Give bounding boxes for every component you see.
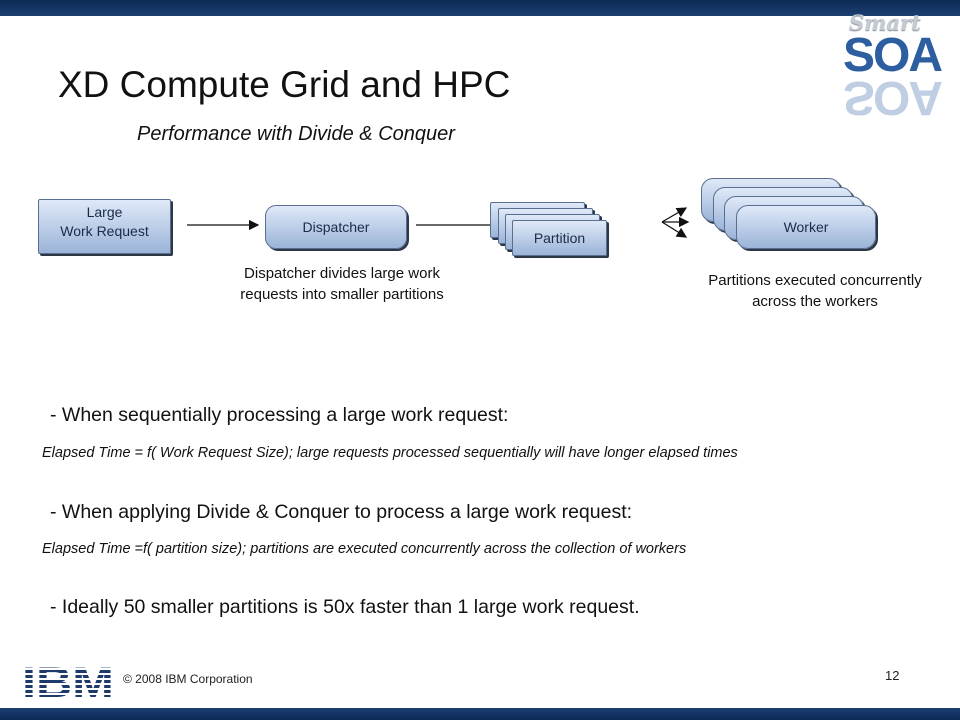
ibm-logo-text: IBM bbox=[22, 660, 114, 700]
arrow-to-worker-bottom bbox=[661, 221, 688, 238]
large-work-request-box: Large Work Request bbox=[38, 199, 171, 254]
note-partition-elapsed-time: Elapsed Time =f( partition size); partit… bbox=[42, 541, 687, 557]
arrow-to-worker-top bbox=[661, 207, 688, 223]
copyright-text: © 2008 IBM Corporation bbox=[123, 672, 253, 686]
workers-caption: Partitions executed concurrently across … bbox=[708, 272, 922, 310]
slide-subtitle: Performance with Divide & Conquer bbox=[137, 123, 455, 145]
page-number: 12 bbox=[885, 668, 900, 683]
slide-title: XD Compute Grid and HPC bbox=[58, 64, 511, 105]
logo-soa-text: SOA bbox=[843, 29, 943, 82]
logo-smart-text: Smart bbox=[849, 10, 921, 35]
partition-box-front: Partition bbox=[512, 220, 607, 256]
bullet-ideal-speedup: - Ideally 50 smaller partitions is 50x f… bbox=[50, 596, 640, 618]
footer-bar bbox=[0, 708, 960, 720]
bullet-divide-conquer: - When applying Divide & Conquer to proc… bbox=[50, 501, 633, 523]
bullet-sequential: - When sequentially processing a large w… bbox=[50, 404, 509, 426]
large-request-label-line2: Work Request bbox=[60, 223, 149, 239]
large-request-label-line1: Large bbox=[86, 204, 123, 220]
ibm-logo: IBM bbox=[22, 660, 114, 700]
dispatcher-caption: Dispatcher divides large work requests i… bbox=[240, 265, 444, 303]
worker-box-front: Worker bbox=[736, 205, 876, 249]
header-bar bbox=[0, 0, 960, 16]
note-sequential-elapsed-time: Elapsed Time = f( Work Request Size); la… bbox=[42, 445, 738, 461]
smart-soa-logo: Smart SOA SOA bbox=[835, 8, 945, 124]
dispatcher-box: Dispatcher bbox=[265, 205, 407, 249]
